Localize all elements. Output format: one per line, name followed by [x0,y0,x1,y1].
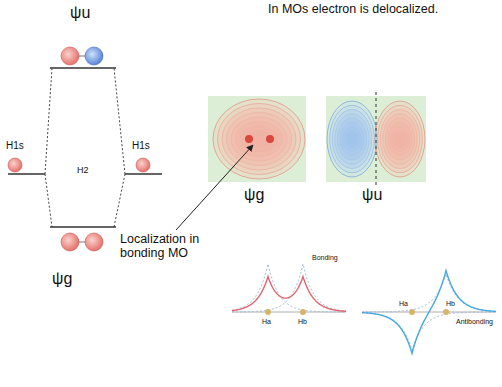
atom-label: Ha [261,318,272,326]
plot-label: Bonding [312,254,338,262]
nucleus-peak [266,135,274,143]
leader-arrow [176,145,253,230]
contour-ring [327,101,377,177]
contour-ring [213,99,305,179]
orbital-spheres [8,47,150,251]
bonding-curve [232,277,346,312]
callout-text: Localization in bonding MO [120,232,232,261]
antibonding-curve [362,271,496,354]
nucleus-peak [245,135,253,143]
antibonding-contour-panel [326,96,426,182]
nodal-plane [376,92,377,186]
nucleus [409,309,415,315]
mo-label: ψu [70,4,90,22]
atom-label: Hb [445,300,456,308]
correlation-lines [45,68,125,227]
atomic-curve [362,274,496,312]
atomic-orbital-label: H1s [6,140,24,152]
atomic-curve [362,312,496,350]
atom-label: Hb [297,318,308,326]
plot-label: Antibonding [455,318,494,326]
atomic-curve [232,264,346,312]
energy-levels [8,68,162,227]
nucleus [265,309,271,315]
atom-label: Ha [398,300,409,308]
atomic-curve [232,264,346,312]
contour-ring [375,101,425,177]
nucleus [443,309,449,315]
note-text: In MOs electron is delocalized. [268,2,438,16]
bonding-contour-panel [208,96,306,182]
atomic-orbital-label: H1s [132,140,150,152]
mo-label: ψu [362,186,382,204]
mo-label: ψg [244,186,264,204]
molecule-label: H2 [77,165,89,175]
nucleus [300,309,306,315]
mo-label: ψg [52,270,72,288]
